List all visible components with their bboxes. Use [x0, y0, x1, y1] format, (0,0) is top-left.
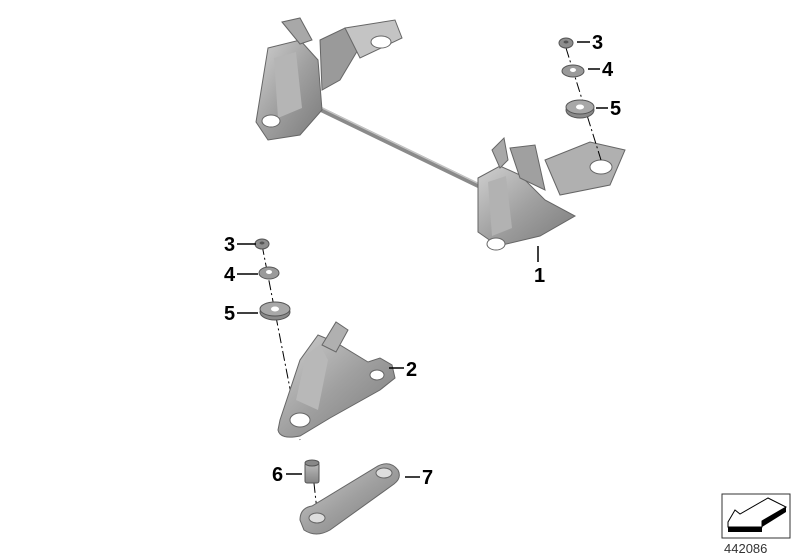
callout-6: 6: [272, 464, 284, 486]
callout-3-left: 3: [224, 234, 236, 256]
nut-icon: [254, 238, 270, 250]
callout-4-right: 4: [602, 59, 614, 81]
grommet-icon: [259, 301, 291, 321]
part-7-backing-plate: [299, 463, 420, 535]
part-6-spacer: [286, 459, 320, 521]
callout-3-right: 3: [592, 32, 604, 54]
washer-icon: [258, 266, 280, 280]
callout-1: 1: [534, 265, 546, 287]
callout-2: 2: [406, 359, 418, 381]
part-1-lock-assembly: [255, 17, 626, 251]
grommet-icon: [565, 99, 595, 119]
nut-icon: [558, 37, 574, 49]
diagram-number: 442086: [724, 541, 768, 556]
left-lock-bracket: [255, 17, 403, 141]
right-lock-bracket: [477, 136, 626, 251]
part-2-latch-hook: [277, 321, 404, 438]
callout-7: 7: [422, 467, 434, 489]
arrow-navigation-icon: [721, 493, 791, 539]
callout-5-right: 5: [610, 98, 622, 120]
washer-icon: [561, 64, 585, 78]
callout-4-left: 4: [224, 264, 236, 286]
callout-5-left: 5: [224, 303, 236, 325]
right-fastener-stack: [558, 37, 608, 161]
